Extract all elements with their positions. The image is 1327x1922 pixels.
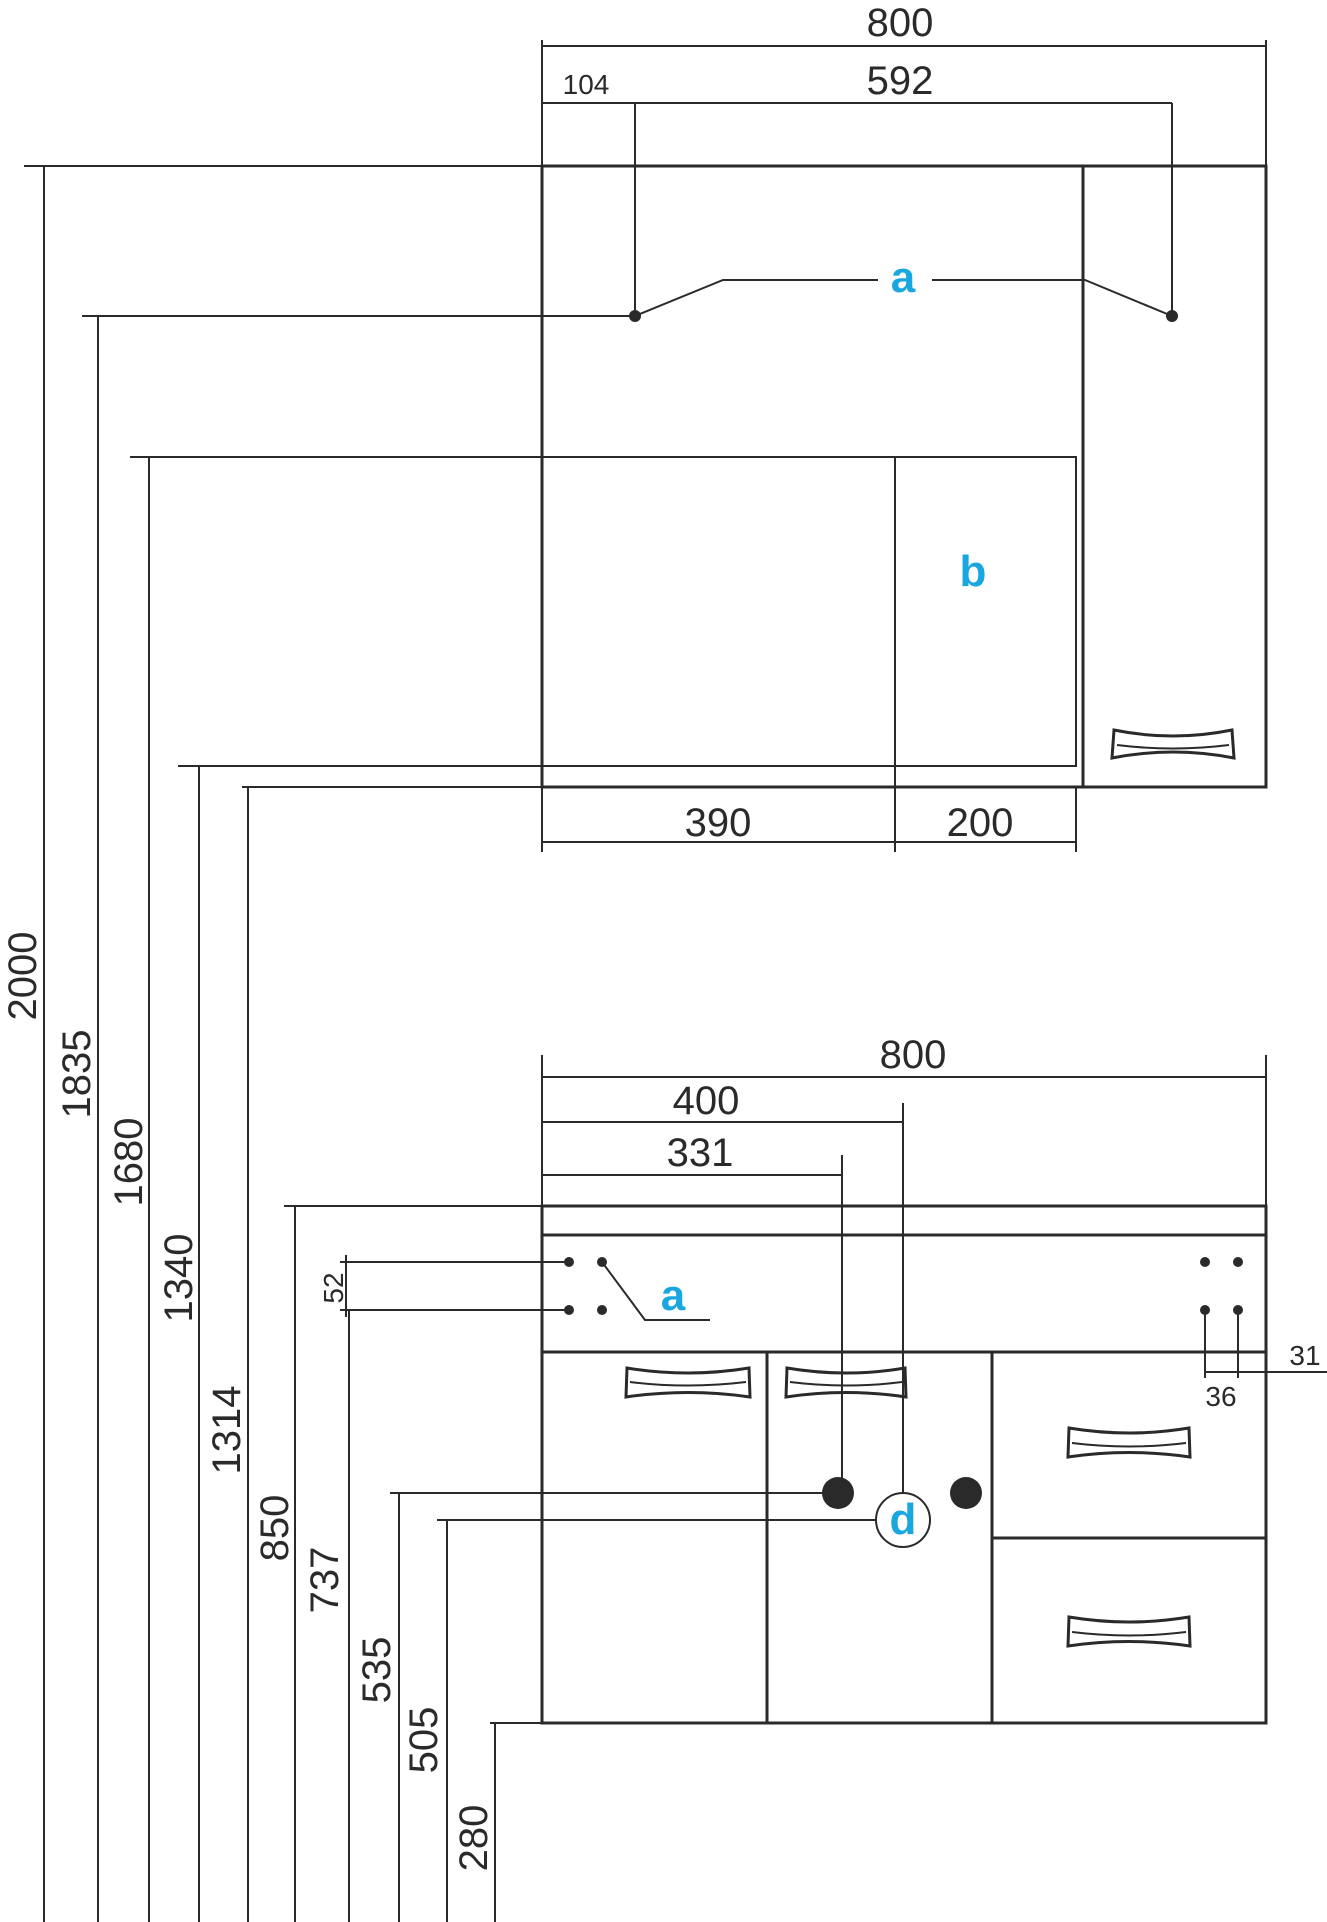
dim-base-width: 800 bbox=[880, 1033, 947, 1077]
label-mount-a: a bbox=[891, 253, 916, 302]
dim-top-width: 800 bbox=[867, 1, 934, 45]
label-drain-d: d bbox=[890, 1495, 917, 1544]
dim-base-331: 331 bbox=[667, 1131, 734, 1175]
dim-hole-gap-36: 36 bbox=[1205, 1381, 1236, 1412]
dim-base-400: 400 bbox=[673, 1079, 740, 1123]
height-dimensions: 2000 1835 1680 1340 1314 850 737 535 505 bbox=[1, 165, 876, 1922]
dim-height-505: 505 bbox=[402, 1707, 446, 1774]
dim-height-535: 535 bbox=[355, 1637, 399, 1704]
label-shelf-b: b bbox=[960, 547, 987, 596]
label-mount-a-lower: a bbox=[661, 1271, 686, 1320]
vanity-hole bbox=[597, 1305, 607, 1315]
drawer-handle-bottom-icon bbox=[1066, 1615, 1192, 1648]
vanity-dimensions: 800 400 331 52 36 31 bbox=[318, 1033, 1327, 1493]
vanity-hole bbox=[1233, 1257, 1243, 1267]
mirror-cabinet bbox=[540, 164, 1268, 789]
cabinet-handle-icon bbox=[1110, 728, 1236, 760]
dim-height-1835: 1835 bbox=[55, 1030, 99, 1119]
dim-bottom-right: 200 bbox=[947, 801, 1014, 845]
dim-hole-gap-52: 52 bbox=[318, 1272, 349, 1303]
dim-top-hole-span: 592 bbox=[867, 59, 934, 103]
door-handle-left-icon bbox=[624, 1366, 752, 1399]
pipe-c-right-icon bbox=[950, 1477, 982, 1509]
dim-height-1680: 1680 bbox=[107, 1118, 151, 1207]
dim-top-offset: 104 bbox=[563, 69, 610, 100]
dim-height-850: 850 bbox=[253, 1495, 297, 1562]
mirror-panel bbox=[541, 456, 1077, 767]
top-dimensions: 800 104 592 a b 390 200 bbox=[541, 1, 1267, 852]
dim-height-1340: 1340 bbox=[157, 1234, 201, 1323]
dim-bottom-left: 390 bbox=[685, 801, 752, 845]
dim-height-2000: 2000 bbox=[1, 932, 45, 1021]
dim-height-280: 280 bbox=[452, 1805, 496, 1872]
label-pipe-c-right: c bbox=[958, 1478, 974, 1509]
dim-side-offset-31: 31 bbox=[1289, 1340, 1320, 1371]
door-handle-center-icon bbox=[784, 1366, 908, 1399]
drawer-handle-top-icon bbox=[1066, 1426, 1192, 1459]
vanity-hole bbox=[1200, 1257, 1210, 1267]
dim-height-737: 737 bbox=[303, 1547, 347, 1614]
dim-height-1314: 1314 bbox=[205, 1386, 249, 1475]
